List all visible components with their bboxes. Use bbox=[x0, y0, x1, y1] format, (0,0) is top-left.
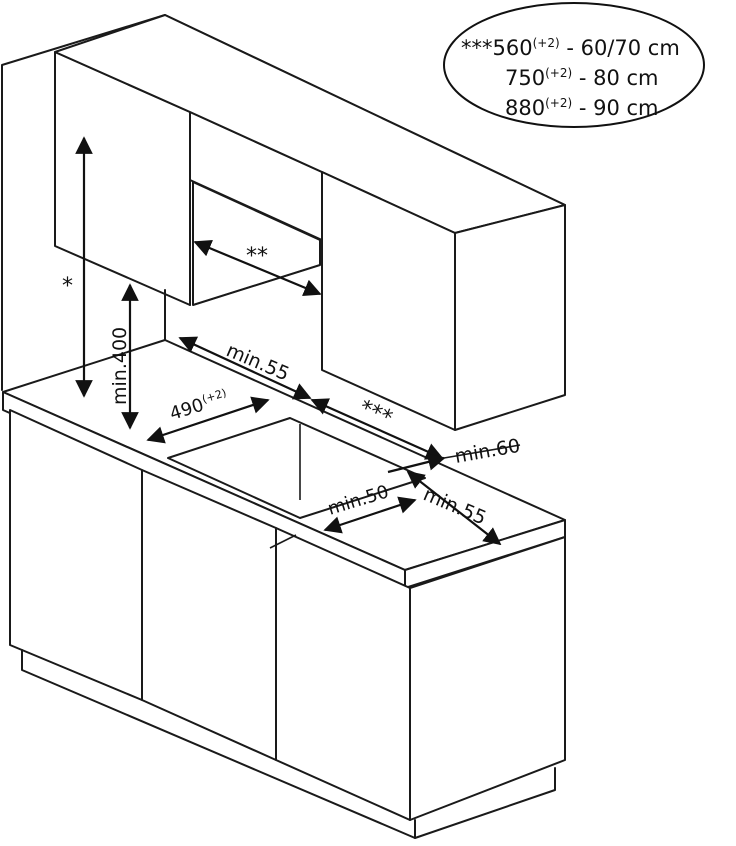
dimension-arrows bbox=[75, 136, 521, 546]
arrow-min50 bbox=[323, 496, 417, 534]
legend-line-3: 880(+2) - 90 cm bbox=[505, 96, 658, 120]
right-wall-cabinet bbox=[54, 14, 566, 431]
label-star-double: ** bbox=[246, 244, 268, 269]
arrow-double-star bbox=[193, 239, 322, 297]
label-min-60: min.60 bbox=[453, 435, 522, 468]
size-legend: ***560(+2) - 60/70 cm 750(+2) - 80 cm 88… bbox=[443, 2, 705, 128]
arrow-triple-star bbox=[310, 398, 444, 460]
label-min-400: min.400 bbox=[109, 327, 131, 405]
arrow-min55-right bbox=[406, 470, 502, 546]
legend-line-1: ***560(+2) - 60/70 cm bbox=[461, 36, 680, 60]
legend-line-2: 750(+2) - 80 cm bbox=[505, 66, 658, 90]
base-cabinets bbox=[9, 409, 566, 839]
arrow-min60 bbox=[387, 453, 446, 474]
arrow-490 bbox=[146, 396, 270, 444]
label-star-single: * bbox=[62, 274, 73, 299]
arrow-min55-top bbox=[178, 336, 312, 400]
